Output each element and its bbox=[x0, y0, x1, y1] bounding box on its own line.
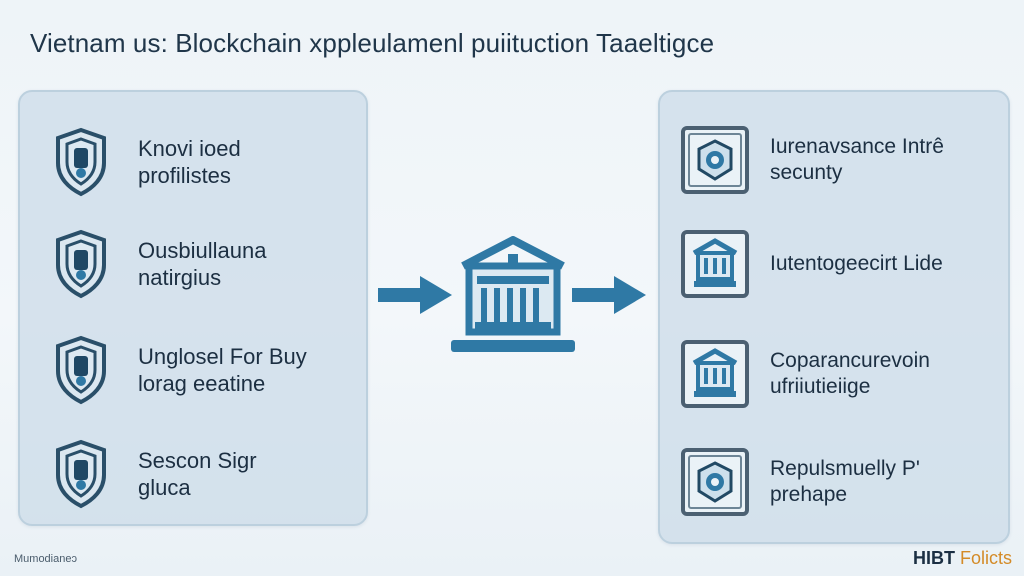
right-list-item: Coparancurevoin ufriiutieiige bbox=[680, 334, 1000, 414]
building-icon bbox=[680, 339, 750, 409]
shield-icon bbox=[52, 228, 110, 300]
right-list-item: Repulsmuelly P' prehape bbox=[680, 442, 1000, 522]
right-item-label: Coparancurevoin ufriiutieiige bbox=[770, 349, 930, 398]
brand-primary: HIBT bbox=[912, 548, 955, 568]
left-list-item: Sescon Sigr gluca bbox=[52, 434, 372, 514]
left-item-label: Ousbiullauna natirgius bbox=[138, 237, 267, 291]
left-list-item: Knovi ioed profilistes bbox=[52, 122, 372, 202]
right-panel: Iurenavsance Intrê secunty Iutentogeecir… bbox=[658, 90, 1010, 544]
brand-secondary: Folicts bbox=[959, 548, 1012, 568]
left-list-item: Unglosel For Buy lorag eeatine bbox=[52, 330, 372, 410]
left-list-item: Ousbiullauna natirgius bbox=[52, 224, 372, 304]
shield-icon bbox=[52, 126, 110, 198]
right-list-item: Iutentogeecirt Lide bbox=[680, 224, 1000, 304]
arrow-right-icon bbox=[572, 270, 652, 325]
building-icon bbox=[451, 236, 575, 361]
left-panel: Knovi ioed profilistes Ousbiullauna nati… bbox=[18, 90, 368, 526]
right-item-label: Repulsmuelly P' prehape bbox=[770, 457, 920, 506]
right-item-label: Iutentogeecirt Lide bbox=[770, 252, 943, 276]
left-item-label: Sescon Sigr gluca bbox=[138, 447, 257, 501]
security-icon bbox=[680, 447, 750, 517]
left-item-label: Knovi ioed profilistes bbox=[138, 135, 241, 189]
right-list-item: Iurenavsance Intrê secunty bbox=[680, 120, 1000, 200]
left-item-label: Unglosel For Buy lorag eeatine bbox=[138, 343, 307, 397]
brand-logo: HIBT Folicts bbox=[913, 548, 1012, 569]
building-icon bbox=[680, 229, 750, 299]
page-title: Vietnam us: Blockchain xppleulamenl puii… bbox=[30, 28, 715, 58]
arrow-right-icon bbox=[378, 270, 458, 325]
shield-icon bbox=[52, 334, 110, 406]
right-item-label: Iurenavsance Intrê secunty bbox=[770, 135, 944, 184]
footer-caption: Mumodianeɔ bbox=[14, 553, 77, 565]
shield-icon bbox=[52, 438, 110, 510]
security-icon bbox=[680, 125, 750, 195]
